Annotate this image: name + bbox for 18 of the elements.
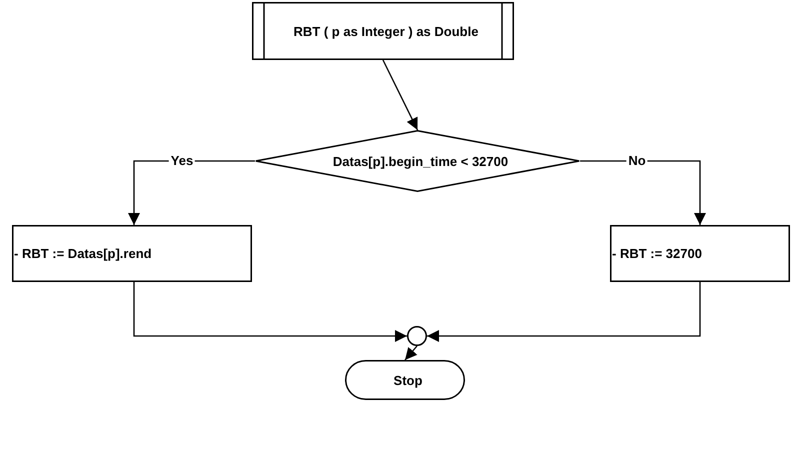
terminal-box: [345, 360, 465, 400]
arrow: [427, 282, 701, 342]
edge-label: No: [626, 154, 648, 168]
edge-label: Yes: [168, 154, 196, 168]
arrow: [580, 160, 706, 225]
node-text: RBT ( p as Integer ) as Double: [294, 24, 478, 38]
node-text: Stop: [394, 372, 422, 388]
node-text: - RBT := Datas[p].rend: [14, 246, 152, 261]
connector-circle: [407, 326, 427, 346]
process-box: [12, 225, 252, 282]
condition-text: Datas[p].begin_time < 32700: [332, 154, 508, 168]
decision-diamond: [255, 130, 580, 192]
arrow: [133, 282, 407, 342]
subroutine-box: [252, 2, 514, 60]
node-text: - RBT := 32700: [612, 246, 702, 261]
arrow: [404, 346, 418, 360]
process-box: [610, 225, 790, 282]
arrow: [382, 60, 418, 130]
